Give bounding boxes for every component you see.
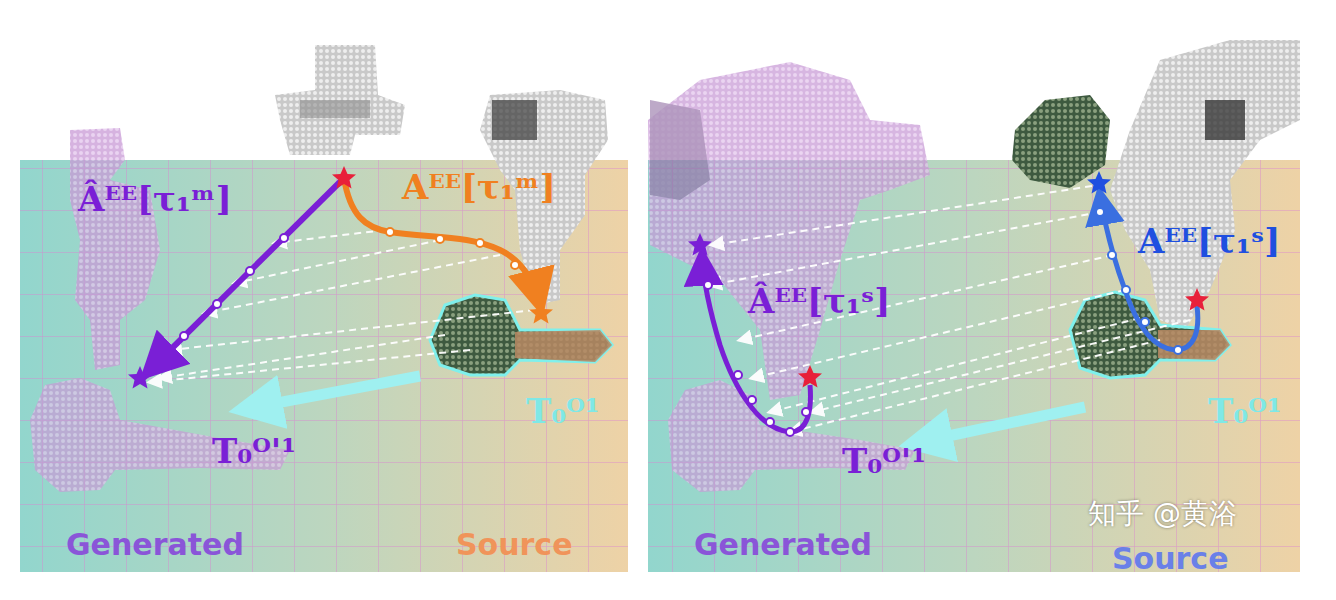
pose-label: T₀ᴼ¹ <box>1208 392 1282 431</box>
trajectory-label: Âᴱᴱ[τ₁ˢ] <box>748 282 890 321</box>
trajectory-label: Aᴱᴱ[τ₁ˢ] <box>1138 222 1280 261</box>
panel-label: Generated <box>694 528 872 563</box>
panel-label: Source <box>456 528 573 563</box>
watermark: 知乎 @黄浴 <box>1088 498 1237 530</box>
panel-label: Source <box>1112 542 1229 577</box>
trajectory-label: Âᴱᴱ[τ₁ᵐ] <box>78 180 232 219</box>
pose-label: T₀ᴼ'¹ <box>212 432 296 471</box>
pose-label: T₀ᴼ¹ <box>526 392 600 431</box>
panel-label: Generated <box>66 528 244 563</box>
trajectory-label: Aᴱᴱ[τ₁ᵐ] <box>402 168 556 207</box>
pose-label: T₀ᴼ'¹ <box>842 442 926 481</box>
